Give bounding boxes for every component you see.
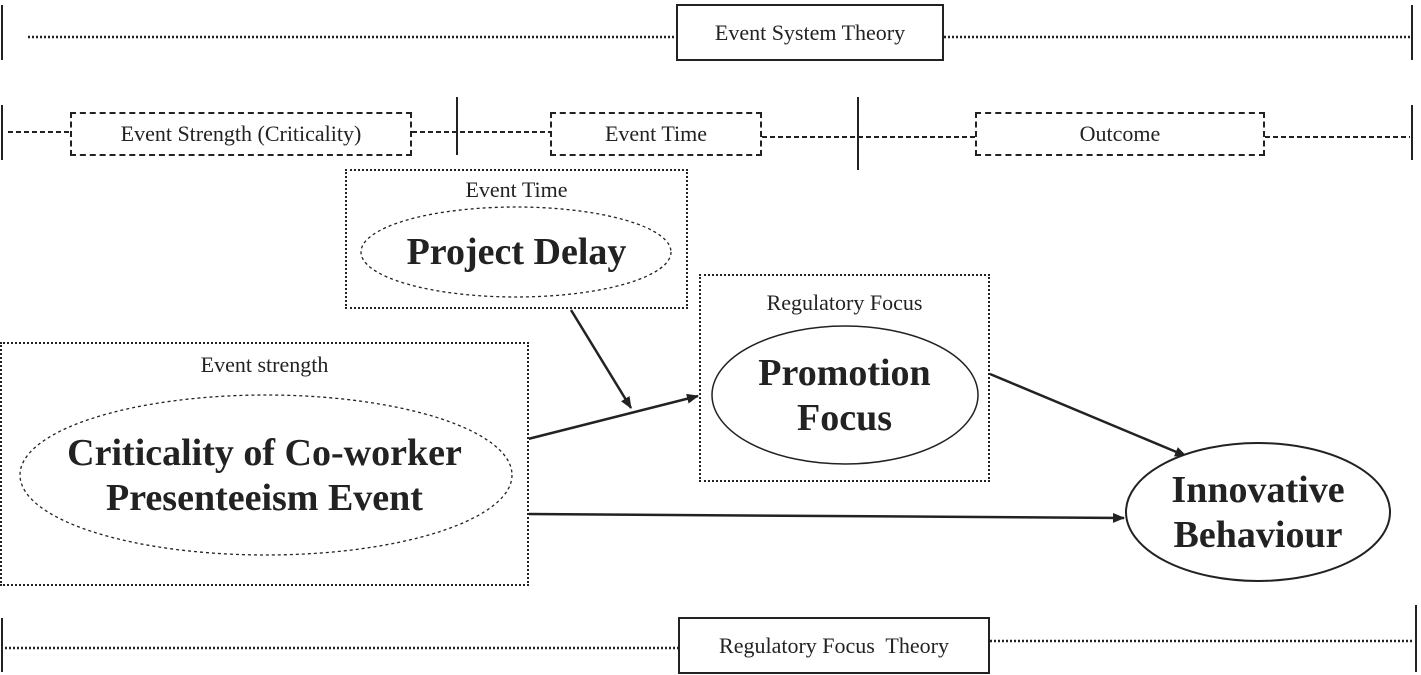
innovative-ellipse xyxy=(1125,442,1391,582)
criticality-frame-label: Event strength xyxy=(200,352,329,377)
arrow-criticality-to-innovative xyxy=(527,512,1125,523)
promotion-title-line-2: Focus xyxy=(797,397,892,439)
regulatory-focus-theory-box: Regulatory Focus Theory xyxy=(678,617,990,674)
regulatory-focus-theory-label: Regulatory Focus Theory xyxy=(719,632,949,658)
criticality-title: Criticality of Co-worker Presenteeism Ev… xyxy=(2,424,527,528)
phase-timeline xyxy=(1,97,1413,170)
phase-label-time: Event Time xyxy=(604,121,708,146)
project-delay-frame: Event Time Project Delay xyxy=(345,169,688,309)
phase-label-outcome: Outcome xyxy=(1079,121,1161,146)
promotion-frame-label: Regulatory Focus xyxy=(766,290,923,315)
project-delay-ellipse xyxy=(360,206,672,298)
project-delay-title: Project Delay xyxy=(406,230,627,273)
phase-box-time: Event Time xyxy=(550,112,762,156)
promotion-title-line-1: Promotion xyxy=(758,352,931,395)
bottom-timeline xyxy=(1,605,1417,672)
innovative-node: Innovative Behaviour xyxy=(1124,441,1392,583)
event-system-theory-label: Event System Theory xyxy=(714,19,906,45)
top-timeline xyxy=(1,5,1413,60)
innovative-title-line-1: Innovative xyxy=(1171,469,1345,512)
promotion-title: Promotion Focus xyxy=(701,344,988,448)
phase-label-strength: Event Strength (Criticality) xyxy=(120,121,362,146)
criticality-ellipse xyxy=(19,394,513,556)
arrow-promotion-to-innovative xyxy=(989,372,1187,458)
innovative-title: Innovative Behaviour xyxy=(1124,461,1392,565)
arrow-delay-to-path xyxy=(569,309,633,409)
phase-box-outcome: Outcome xyxy=(975,112,1265,156)
criticality-title-line-1: Criticality of Co-worker xyxy=(67,432,462,475)
project-delay-frame-label: Event Time xyxy=(465,177,568,202)
promotion-frame: Regulatory Focus Promotion Focus xyxy=(699,274,990,482)
arrow-criticality-to-promotion xyxy=(527,393,699,441)
promotion-ellipse xyxy=(711,325,979,465)
phase-box-strength: Event Strength (Criticality) xyxy=(70,112,412,156)
criticality-frame: Event strength Criticality of Co-worker … xyxy=(0,342,529,586)
event-system-theory-box: Event System Theory xyxy=(676,4,944,61)
innovative-title-line-2: Behaviour xyxy=(1173,514,1343,556)
criticality-title-line-2: Presenteeism Event xyxy=(106,477,423,519)
